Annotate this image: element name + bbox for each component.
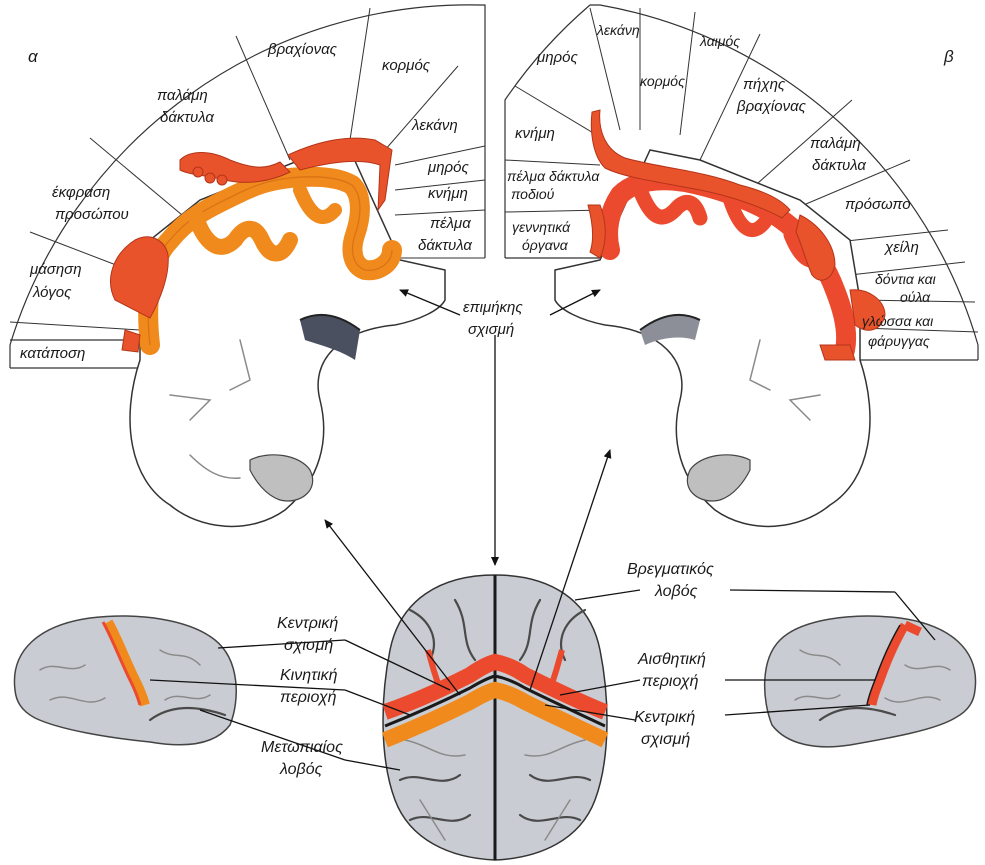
motor-label-hip: λεκάνη: [411, 117, 458, 134]
sensory-label-tongue-line2: φάρυγγας: [868, 333, 930, 349]
sensory-label-foot-line2: ποδιού: [511, 186, 555, 202]
motor-label-chewing: μάσηση: [29, 261, 82, 278]
motor-area-line2: περιοχή: [280, 689, 337, 706]
central-sulcus-right-line1: Κεντρική: [634, 709, 695, 726]
parietal-lobe-line1: Βρεγματικός: [627, 561, 714, 578]
longitudinal-fissure-label-line1: επιμήκης: [463, 299, 523, 316]
central-sulcus-left-line1: Κεντρική: [277, 615, 338, 632]
motor-label-leg: κνήμη: [428, 185, 468, 202]
sensory-label-hand-line1: παλάμη: [810, 135, 861, 152]
sensory-area-line1: Αισθητική: [637, 651, 706, 668]
right-coronal-section: [555, 150, 870, 526]
sensory-label-genitals-line2: όργανα: [522, 237, 569, 253]
sensory-label-foot-line1: πέλμα δάκτυλα: [507, 168, 600, 184]
motor-label-facial-line1: έκφραση: [52, 184, 110, 201]
motor-area-line1: Κινητική: [280, 667, 338, 684]
central-sulcus-left-line2: σχισμή: [284, 637, 333, 654]
right-lateral-brain: [765, 616, 976, 747]
sensory-label-leg: κνήμη: [515, 125, 555, 142]
motor-label-trunk: κορμός: [382, 57, 431, 74]
longitudinal-fissure-label-line2: σχισμή: [468, 321, 514, 338]
sensory-label-thigh: μηρός: [536, 49, 578, 66]
panel-letter-a: α: [28, 47, 39, 66]
left-coronal-section: [130, 150, 445, 526]
panel-letter-b: β: [943, 47, 954, 66]
sensory-label-teeth-line2: ούλα: [900, 289, 931, 305]
left-lateral-brain: [14, 616, 236, 745]
sensory-label-lips: χείλη: [883, 239, 919, 256]
frontal-lobe-line2: λοβός: [279, 761, 323, 778]
motor-label-speech: λόγος: [32, 284, 72, 301]
sensory-label-hip: λεκάνη: [596, 22, 640, 38]
motor-label-thigh: μηρός: [427, 159, 469, 176]
motor-label-facial-line2: προσώπου: [55, 206, 129, 223]
frontal-lobe-line1: Μετωπιαίος: [261, 739, 343, 756]
central-sulcus-right-line2: σχισμή: [641, 731, 690, 748]
top-view-brain: [383, 575, 607, 860]
motor-label-arm: βραχίονας: [267, 41, 338, 58]
motor-label-swallowing: κατάποση: [20, 345, 85, 362]
parietal-lobe-line2: λοβός: [654, 583, 698, 600]
sensory-label-forearm-line1: πήχης: [743, 76, 786, 93]
motor-label-hand-line2: δάκτυλα: [160, 109, 214, 126]
sensory-label-hand-line2: δάκτυλα: [812, 157, 866, 174]
sensory-label-neck: λαιμός: [699, 33, 740, 49]
sensory-label-genitals-line1: γεννητικά: [512, 219, 571, 235]
motor-label-hand-line1: παλάμη: [157, 87, 208, 104]
motor-label-foot-line2: δάκτυλα: [418, 237, 472, 254]
sensory-area-line2: περιοχή: [642, 673, 699, 690]
motor-label-foot-line1: πέλμα: [430, 215, 471, 232]
sensory-label-face: πρόσωπο: [845, 196, 911, 213]
sensory-label-forearm-line2: βραχίονας: [736, 98, 807, 115]
sensory-label-tongue-line1: γλώσσα και: [862, 313, 933, 329]
sensory-label-trunk: κορμός: [640, 73, 685, 89]
sensory-label-teeth-line1: δόντια και: [875, 271, 936, 287]
